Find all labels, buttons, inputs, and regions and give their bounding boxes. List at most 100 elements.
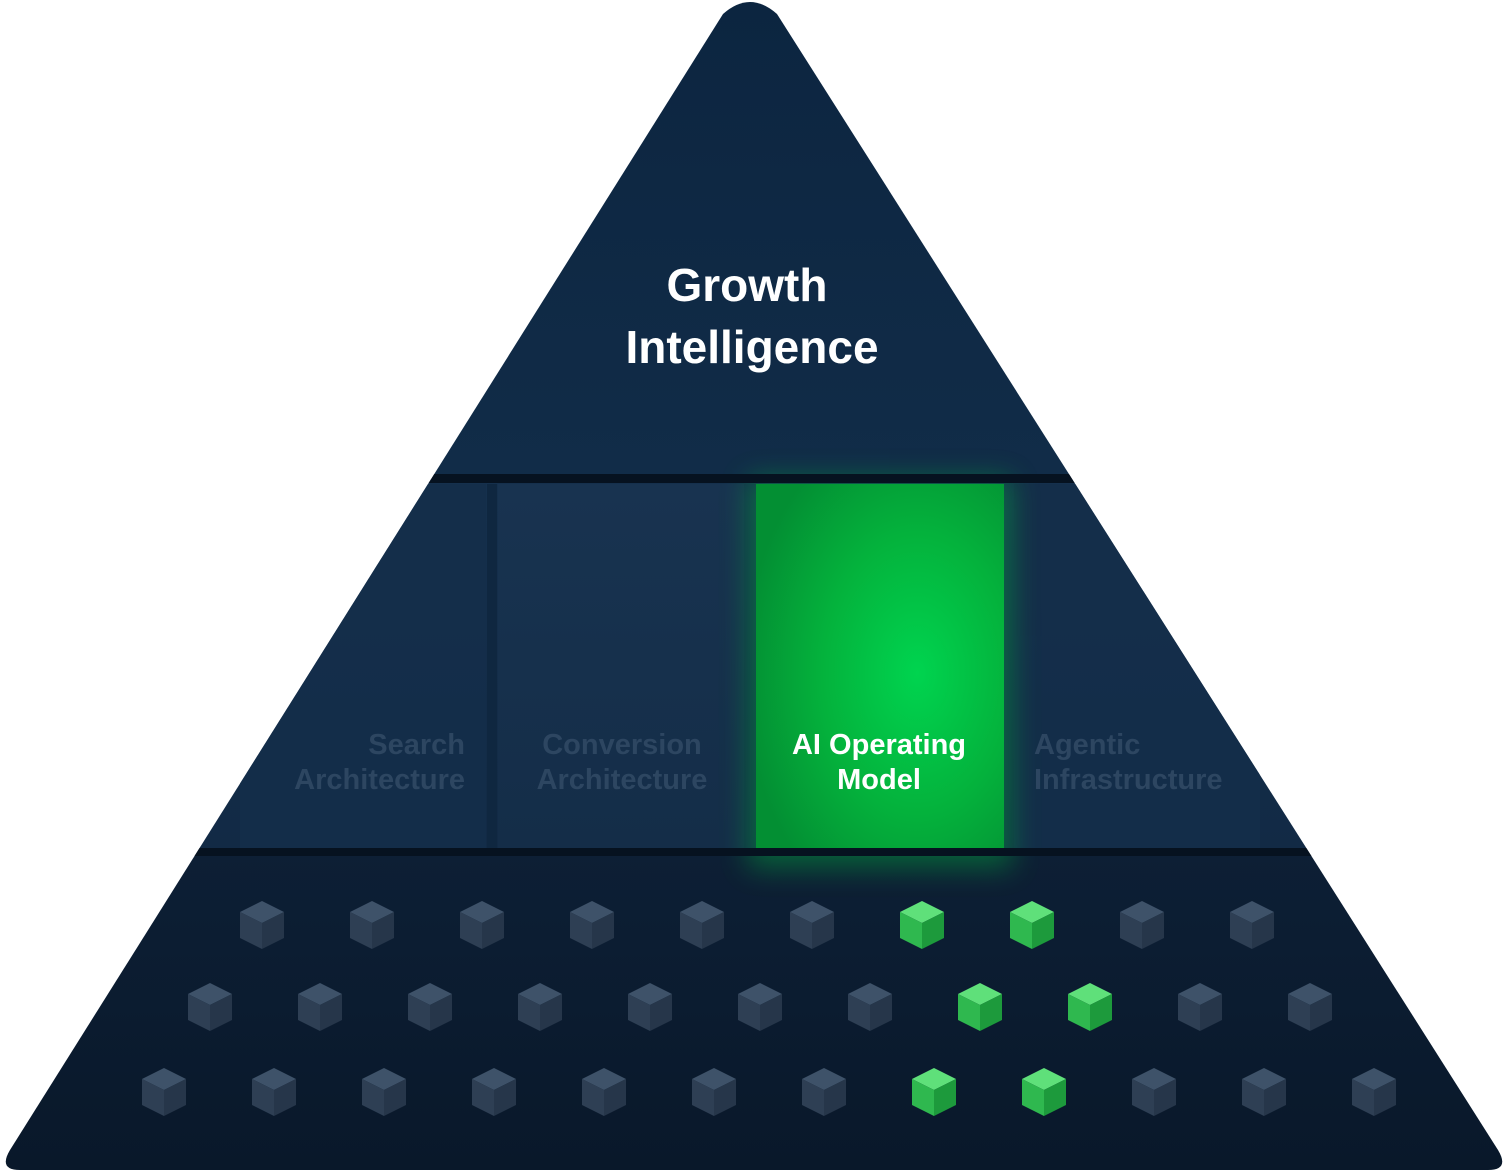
cube-right-face — [592, 912, 614, 949]
cube-left-face — [1230, 912, 1252, 949]
cube-right-face — [824, 1079, 846, 1116]
cube-icon-highlighted — [900, 901, 944, 949]
cube-right-face — [372, 912, 394, 949]
cube-left-face — [1120, 912, 1142, 949]
cube-icon — [460, 901, 504, 949]
cube-icon — [240, 901, 284, 949]
cube-icon — [188, 983, 232, 1031]
cube-left-face — [142, 1079, 164, 1116]
cube-icon — [1178, 983, 1222, 1031]
cube-icon — [408, 983, 452, 1031]
cube-left-face — [790, 912, 812, 949]
cube-left-face — [738, 994, 760, 1031]
cube-left-face — [362, 1079, 384, 1116]
cube-left-face — [518, 994, 540, 1031]
cube-right-face — [934, 1079, 956, 1116]
cube-left-face — [802, 1079, 824, 1116]
cube-right-face — [812, 912, 834, 949]
cube-left-face — [912, 1079, 934, 1116]
cube-right-face — [482, 912, 504, 949]
cube-left-face — [900, 912, 922, 949]
cube-left-face — [252, 1079, 274, 1116]
cube-icon — [570, 901, 614, 949]
cube-right-face — [980, 994, 1002, 1031]
cube-icon — [518, 983, 562, 1031]
title-line-1: Growth — [667, 259, 828, 311]
pillar-label-search-2: Architecture — [294, 764, 465, 796]
cube-icon — [142, 1068, 186, 1116]
cube-left-face — [1288, 994, 1310, 1031]
cube-right-face — [384, 1079, 406, 1116]
cube-right-face — [1264, 1079, 1286, 1116]
cube-left-face — [692, 1079, 714, 1116]
cube-left-face — [460, 912, 482, 949]
pillar-label-conversion-1: Conversion — [542, 729, 702, 761]
cube-right-face — [650, 994, 672, 1031]
cube-icon-highlighted — [958, 983, 1002, 1031]
cube-right-face — [540, 994, 562, 1031]
cube-left-face — [848, 994, 870, 1031]
cube-right-face — [1200, 994, 1222, 1031]
cube-icon-highlighted — [1068, 983, 1112, 1031]
pillar-panel-conversion — [498, 484, 744, 848]
cube-icon — [1352, 1068, 1396, 1116]
cube-icon — [1132, 1068, 1176, 1116]
cube-icon — [1120, 901, 1164, 949]
cube-icon — [582, 1068, 626, 1116]
cube-icon — [790, 901, 834, 949]
separator-bottom — [5, 848, 1503, 856]
cube-left-face — [1132, 1079, 1154, 1116]
pillar-label-search-1: Search — [368, 729, 465, 761]
cube-icon — [628, 983, 672, 1031]
cube-left-face — [1010, 912, 1032, 949]
cube-icon — [362, 1068, 406, 1116]
cube-left-face — [570, 912, 592, 949]
pillar-divider — [487, 484, 497, 848]
top-tier — [5, 2, 1503, 478]
cube-left-face — [1068, 994, 1090, 1031]
pillar-label-agentic-2: Infrastructure — [1034, 764, 1223, 796]
cube-left-face — [188, 994, 210, 1031]
pillar-label-agentic-1: Agentic — [1034, 729, 1140, 761]
cube-right-face — [320, 994, 342, 1031]
cube-right-face — [1044, 1079, 1066, 1116]
cube-right-face — [164, 1079, 186, 1116]
cube-icon — [848, 983, 892, 1031]
cube-left-face — [582, 1079, 604, 1116]
cube-right-face — [604, 1079, 626, 1116]
cube-left-face — [472, 1079, 494, 1116]
cube-left-face — [298, 994, 320, 1031]
cube-right-face — [702, 912, 724, 949]
cube-right-face — [1032, 912, 1054, 949]
cube-left-face — [1352, 1079, 1374, 1116]
cube-icon — [252, 1068, 296, 1116]
cube-icon — [1288, 983, 1332, 1031]
cube-right-face — [430, 994, 452, 1031]
cube-icon-highlighted — [1022, 1068, 1066, 1116]
cube-icon — [350, 901, 394, 949]
cube-left-face — [1178, 994, 1200, 1031]
separator-top — [5, 474, 1503, 483]
cube-right-face — [922, 912, 944, 949]
pillar-label-ai-operating-model-2: Model — [837, 764, 921, 796]
cube-right-face — [210, 994, 232, 1031]
cube-right-face — [1154, 1079, 1176, 1116]
cube-right-face — [274, 1079, 296, 1116]
cube-right-face — [1252, 912, 1274, 949]
cube-left-face — [1242, 1079, 1264, 1116]
cube-right-face — [1142, 912, 1164, 949]
cube-icon — [1242, 1068, 1286, 1116]
pillar-label-ai-operating-model-1: AI Operating — [792, 729, 966, 761]
title-line-2: Intelligence — [625, 321, 878, 373]
cube-right-face — [1090, 994, 1112, 1031]
cube-icon-highlighted — [1010, 901, 1054, 949]
cube-left-face — [680, 912, 702, 949]
cube-right-face — [714, 1079, 736, 1116]
cube-left-face — [958, 994, 980, 1031]
cube-left-face — [1022, 1079, 1044, 1116]
pillar-label-conversion-2: Architecture — [537, 764, 708, 796]
cube-icon — [472, 1068, 516, 1116]
cube-right-face — [494, 1079, 516, 1116]
cube-icon — [298, 983, 342, 1031]
